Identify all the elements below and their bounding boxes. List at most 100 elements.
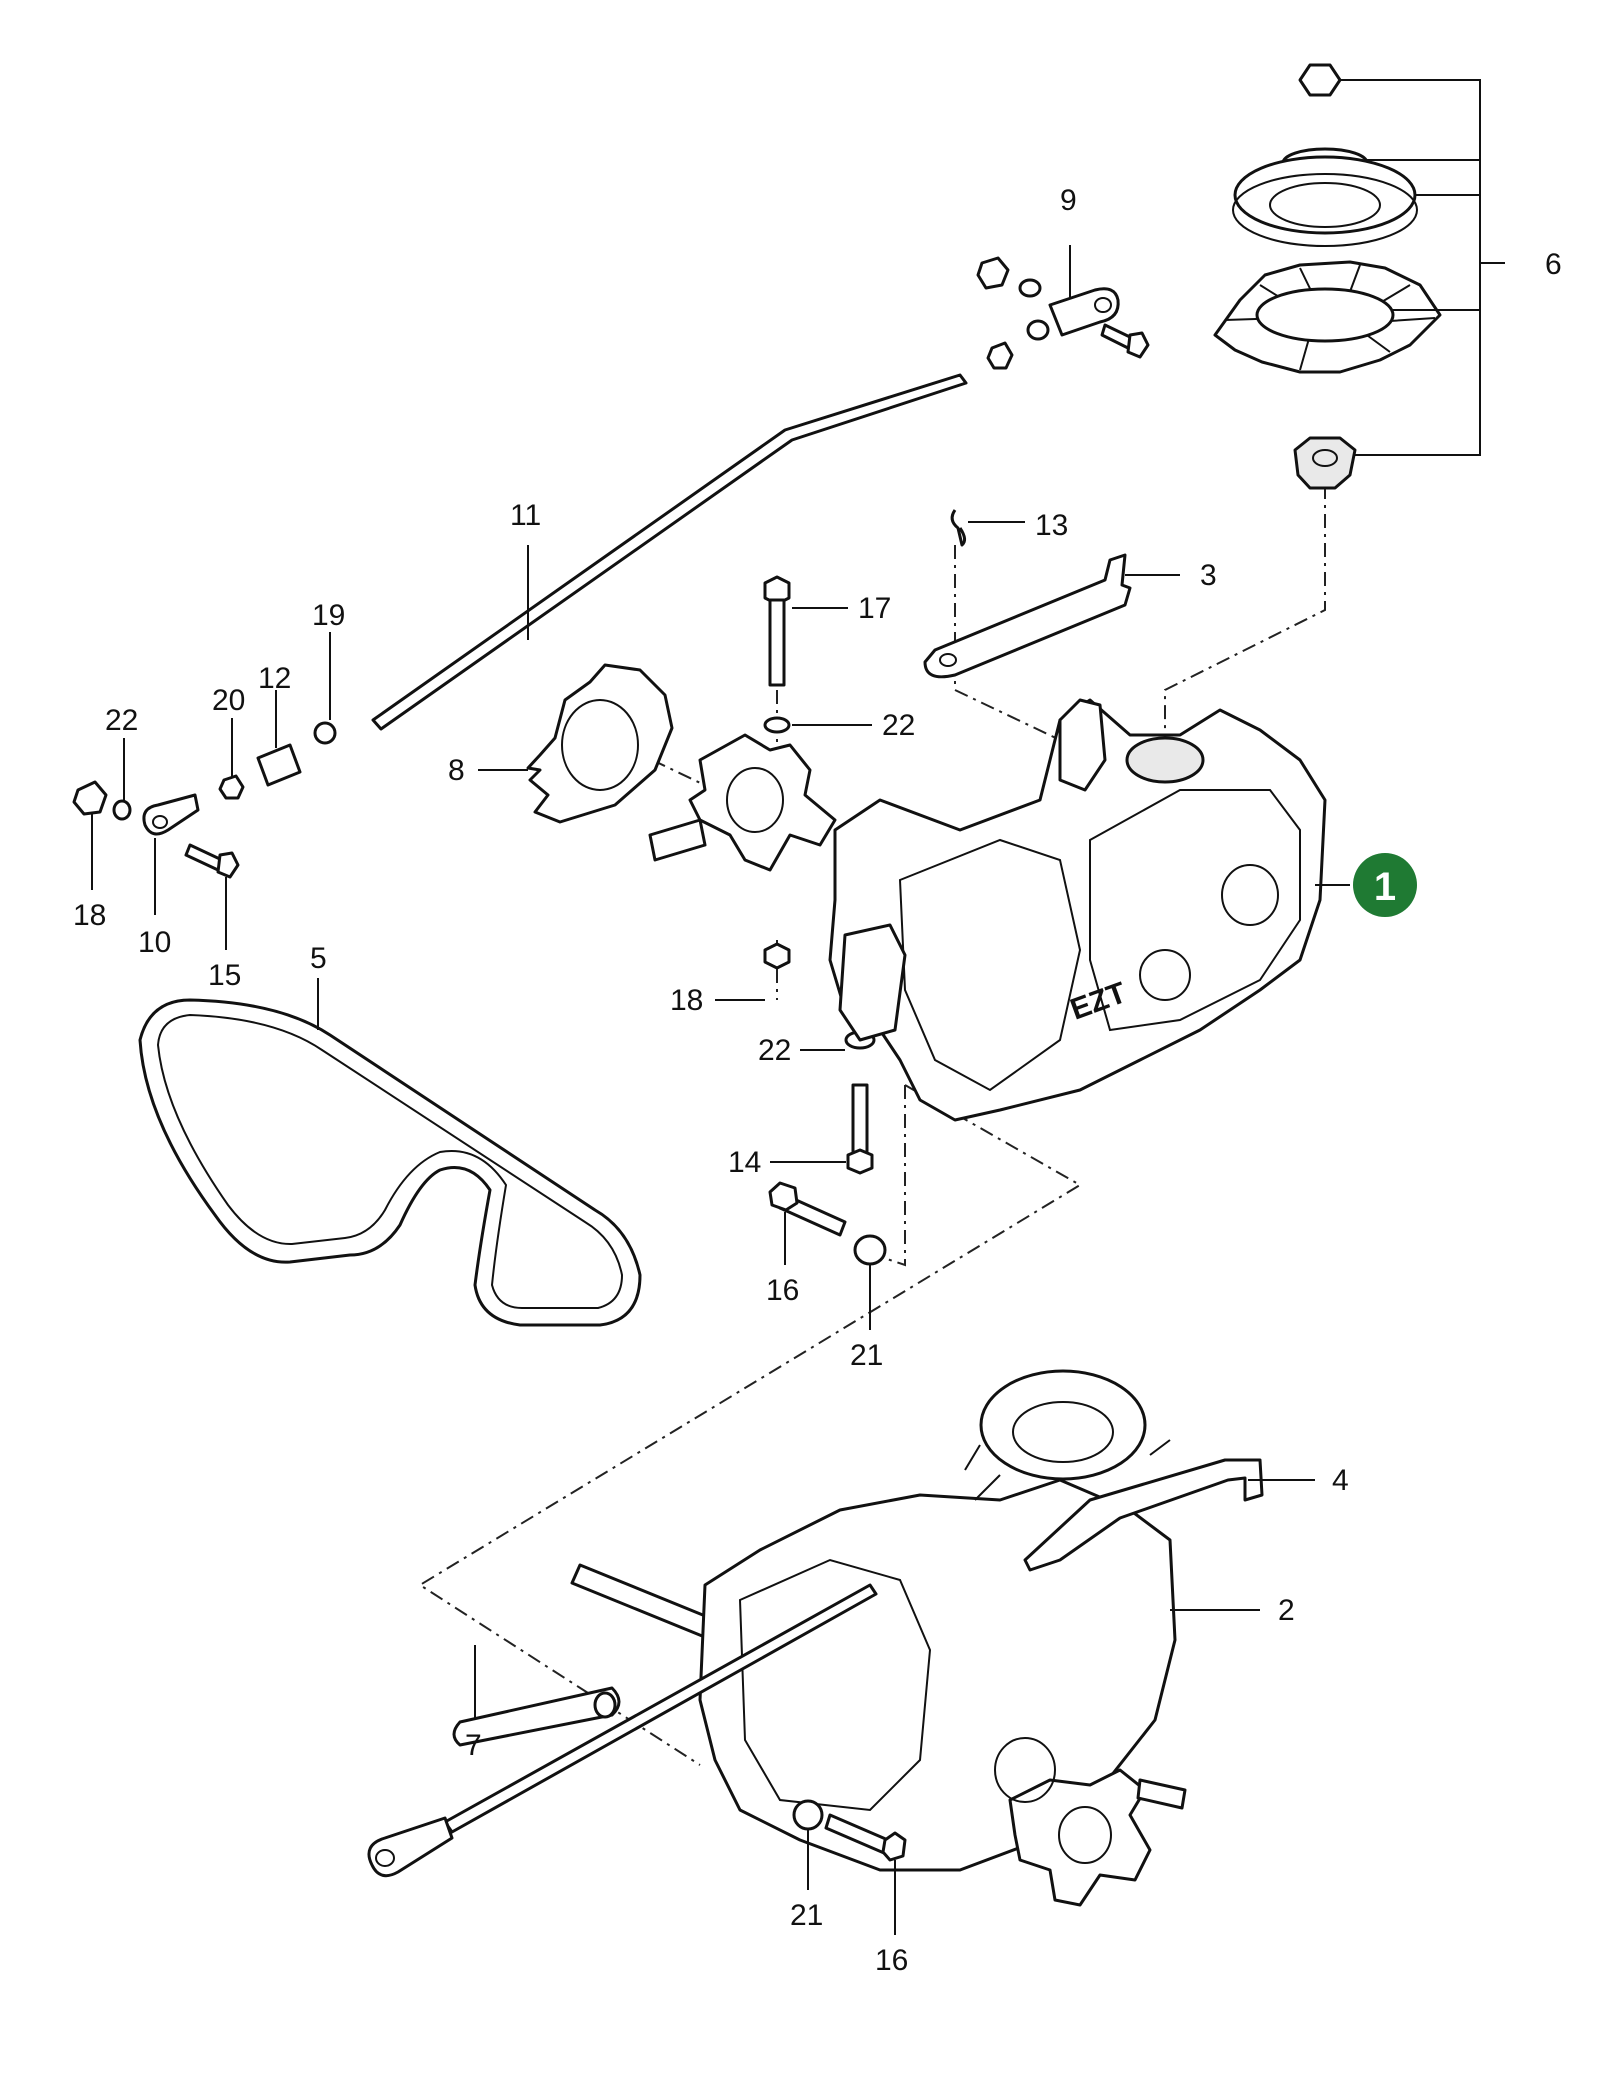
- transaxle-1-mount-tab: [1058, 698, 1107, 792]
- washer-21-lower: [792, 1799, 824, 1831]
- callout-3-label: 3: [1200, 559, 1217, 592]
- pulley-groove: [1232, 173, 1418, 247]
- bracket-4: [1023, 1458, 1264, 1572]
- bracket-3-hole: [939, 653, 957, 667]
- callout-11-label: 11: [510, 499, 541, 532]
- callout-22a-label: 22: [105, 704, 138, 737]
- transaxle-1-bore-center: [1139, 949, 1191, 1001]
- nut-18-left: [72, 780, 108, 816]
- transaxle-2-cover: [738, 1558, 932, 1812]
- transaxle-2-flange: [1008, 1768, 1152, 1907]
- linkage-nut-top: [976, 256, 1010, 290]
- callout-16a-label: 16: [766, 1274, 799, 1307]
- transaxle-2: [698, 1369, 1264, 1907]
- transaxle-2-axle-stud: [1136, 1778, 1187, 1810]
- washer-21-upper: [853, 1234, 887, 1266]
- rod-end-10: [142, 793, 200, 836]
- fan-hub-bore: [1312, 449, 1338, 467]
- transaxle-2-flange-hub: [1058, 1806, 1112, 1864]
- axle-7-end: [593, 1691, 617, 1719]
- bolt-15: [184, 843, 224, 872]
- linkage-bolt-head: [1126, 331, 1150, 359]
- washer-22-left: [112, 799, 132, 821]
- callout-18b-label: 18: [670, 984, 703, 1017]
- transaxle-1-bore-right: [1221, 864, 1279, 926]
- control-linkage: [371, 256, 1150, 731]
- rod-end-lower: [367, 1816, 454, 1878]
- callout-22b-label: 22: [882, 709, 915, 742]
- callout-9-label: 9: [1060, 184, 1077, 217]
- bolt-16-lower-head: [881, 1831, 907, 1862]
- rod-end-hardware: [72, 721, 337, 879]
- callout-18a-label: 18: [73, 899, 106, 932]
- transaxle-1-bypass-arm: [838, 923, 907, 1042]
- bolt-14-head: [846, 1148, 874, 1175]
- callout-6-label: 6: [1545, 248, 1562, 281]
- transaxle-2-pulley: [979, 1369, 1147, 1481]
- bolt-15-head: [216, 851, 240, 879]
- callout-16b-label: 16: [875, 1944, 908, 1977]
- callout-8-label: 8: [448, 754, 465, 787]
- assembly-line-bracket: [954, 545, 1061, 741]
- callout-2-label: 2: [1278, 1594, 1295, 1627]
- pulley-fan-assembly: [1213, 63, 1442, 490]
- drive-belt-5-outer: [138, 998, 642, 1327]
- rod-end-10-eye: [152, 815, 168, 829]
- bolt-14-shank: [851, 1083, 869, 1157]
- callout-7-label: 7: [465, 1729, 482, 1762]
- axle-upper-7b: [570, 1563, 722, 1642]
- transaxle-1-input-boss: [1125, 736, 1205, 784]
- callout-5-label: 5: [310, 942, 327, 975]
- callout-1-badge: [1353, 853, 1417, 917]
- transaxle-2-body: [698, 1478, 1177, 1872]
- transaxle-1-axle-flange: [688, 733, 837, 872]
- callout-21a-label: 21: [850, 1339, 883, 1372]
- drive-belt-5-inner: [156, 1013, 624, 1309]
- leader-6: [1340, 79, 1505, 456]
- transaxle-1-cover-left: [898, 838, 1082, 1092]
- transaxle-2-fan: [964, 1439, 1176, 1501]
- callout-19-label: 19: [312, 599, 345, 632]
- callout-10-label: 10: [138, 926, 171, 959]
- callout-20-label: 20: [212, 684, 245, 717]
- washer-22-top: [763, 716, 791, 734]
- callout-labels: 2 3 4 5 6 7 8 9 10 11 12 13 14 15 16 16 …: [73, 184, 1562, 1977]
- transaxle-1-flange-hub: [726, 767, 784, 833]
- rod-end-lower-eye: [375, 1849, 395, 1867]
- transaxle-1-axle-stud: [648, 818, 707, 862]
- assembly-lines: [418, 485, 1326, 1766]
- control-rod-11: [371, 373, 968, 731]
- linkage-nut-lower: [986, 341, 1014, 370]
- bolt-17-head: [763, 575, 791, 606]
- nut-18-center: [763, 942, 791, 970]
- callout-14-label: 14: [728, 1146, 761, 1179]
- linkage-washer-top: [1018, 278, 1042, 298]
- mount-hardware: [763, 575, 887, 1266]
- nut-20: [218, 774, 245, 800]
- linkage-rod-end-eye: [1094, 297, 1112, 313]
- transaxle-1-cover-right: [1089, 789, 1301, 1032]
- callout-13-label: 13: [1035, 509, 1068, 542]
- bolt-17-shank: [768, 598, 786, 687]
- transaxle-1: EZT: [648, 698, 1327, 1122]
- bracket-3: [923, 553, 1132, 679]
- callout-12-label: 12: [258, 662, 291, 695]
- hairpin-13: [950, 509, 967, 547]
- callout-15-label: 15: [208, 959, 241, 992]
- bolt-16-upper-head: [768, 1181, 799, 1212]
- pulley-hub: [1269, 182, 1381, 228]
- transaxle-2-pulley-hub: [1012, 1401, 1114, 1463]
- fan-plate: [1255, 287, 1395, 343]
- callout-4-label: 4: [1332, 1464, 1349, 1497]
- spacer-19: [313, 721, 337, 745]
- assembly-line-lower: [418, 1084, 1082, 1766]
- callout-17-label: 17: [858, 592, 891, 625]
- spacer-12: [256, 743, 302, 787]
- linkage-spacer: [1026, 319, 1050, 341]
- pulley-nut: [1298, 63, 1342, 97]
- pulley-rim: [1233, 155, 1417, 235]
- callout-22c-label: 22: [758, 1034, 791, 1067]
- gasket-8-bore: [561, 699, 639, 791]
- drive-belt-5: [138, 998, 642, 1327]
